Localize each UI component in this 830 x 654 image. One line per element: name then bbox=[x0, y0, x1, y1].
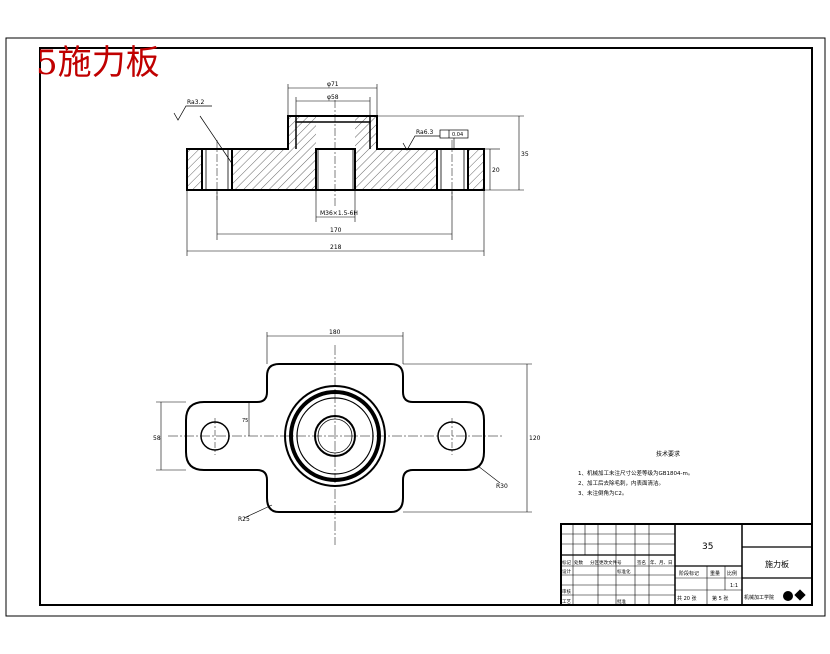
svg-text:Ra3.2: Ra3.2 bbox=[187, 99, 204, 106]
inner-frame bbox=[39, 47, 813, 606]
hatch-edge-right bbox=[468, 149, 484, 190]
logo-mark-2 bbox=[794, 589, 806, 601]
tb-stage-mark: 阶段标记 bbox=[679, 570, 699, 577]
dim-180: 180 bbox=[329, 329, 341, 336]
dim-thread: M36×1.5-6H bbox=[320, 210, 358, 217]
tb-material: 35 bbox=[702, 542, 713, 552]
hatch-boss-right bbox=[355, 116, 377, 149]
logo-mark-1 bbox=[783, 591, 793, 601]
tech-req-item-2: 2、加工后去除毛刺，内表面清洁。 bbox=[578, 479, 664, 487]
svg-text:标准化: 标准化 bbox=[617, 568, 631, 575]
tech-req-item-1: 1、机械加工未注尺寸公差等级为GB1804-m。 bbox=[578, 469, 693, 477]
hatch-boss-left bbox=[288, 116, 316, 149]
tb-part-name: 施力板 bbox=[765, 559, 789, 569]
svg-text:年、月、日: 年、月、日 bbox=[650, 559, 673, 566]
svg-text:更改文件号: 更改文件号 bbox=[599, 559, 622, 566]
hole-right bbox=[437, 421, 467, 451]
tb-weight: 重量 bbox=[710, 570, 720, 577]
tech-requirements: 技术要求 1、机械加工未注尺寸公差等级为GB1804-m。 2、加工后去除毛刺，… bbox=[578, 450, 693, 497]
tb-scale: 比例 bbox=[727, 570, 737, 577]
dim-h20: 20 bbox=[492, 167, 500, 174]
svg-text:0.04: 0.04 bbox=[452, 132, 463, 138]
sheet-title: 5施力板 bbox=[36, 43, 160, 83]
hatch-right bbox=[355, 149, 437, 190]
tolerance-frame: 0.04 bbox=[439, 129, 469, 149]
svg-text:处数: 处数 bbox=[574, 559, 583, 566]
dim-phi58: φ58 bbox=[327, 94, 339, 101]
section-outline bbox=[186, 115, 485, 191]
roughness-symbol-right: Ra6.3 bbox=[402, 129, 440, 151]
dim-h35: 35 bbox=[521, 151, 529, 158]
tb-scale-value: 1:1 bbox=[730, 583, 738, 589]
dim-r25: R25 bbox=[238, 516, 250, 523]
svg-text:签名: 签名 bbox=[637, 559, 646, 566]
dim-r30: R30 bbox=[496, 483, 508, 490]
title-block: 35 施力板 阶段标记 重量 比例 1:1 共 20 张 第 5 张 机械加工学… bbox=[560, 523, 813, 606]
dim-58: 58 bbox=[153, 435, 161, 442]
front-section-view: φ71 φ58 35 20 M36×1.5-6H 170 218 bbox=[173, 81, 529, 256]
tb-org: 机械加工学院 bbox=[744, 594, 774, 601]
svg-text:标记: 标记 bbox=[562, 559, 571, 566]
dim-120: 120 bbox=[529, 435, 541, 442]
hatch-left bbox=[232, 149, 316, 190]
svg-text:批准: 批准 bbox=[617, 598, 626, 605]
dim-phi71: φ71 bbox=[327, 81, 339, 88]
svg-text:Ra6.3: Ra6.3 bbox=[416, 129, 433, 136]
svg-text:分区: 分区 bbox=[590, 559, 599, 566]
dim-170: 170 bbox=[330, 227, 342, 234]
outer-border bbox=[5, 37, 826, 617]
hatch-edge-left bbox=[187, 149, 202, 190]
svg-text:审核: 审核 bbox=[562, 588, 571, 595]
dim-218: 218 bbox=[330, 244, 342, 251]
top-outline bbox=[185, 363, 485, 513]
svg-text:工艺: 工艺 bbox=[562, 599, 571, 605]
tech-req-title: 技术要求 bbox=[656, 450, 680, 458]
tb-sheets-total: 共 20 张 bbox=[677, 595, 697, 602]
top-view: 180 120 58 75 R25 R30 bbox=[153, 329, 541, 545]
tech-req-item-3: 3、未注倒角为C2。 bbox=[578, 489, 627, 497]
tb-sheet-no: 第 5 张 bbox=[712, 595, 728, 602]
roughness-symbol-left: Ra3.2 bbox=[173, 99, 234, 166]
dim-75: 75 bbox=[242, 418, 248, 424]
hole-left bbox=[200, 421, 230, 451]
svg-text:设计: 设计 bbox=[562, 568, 571, 575]
